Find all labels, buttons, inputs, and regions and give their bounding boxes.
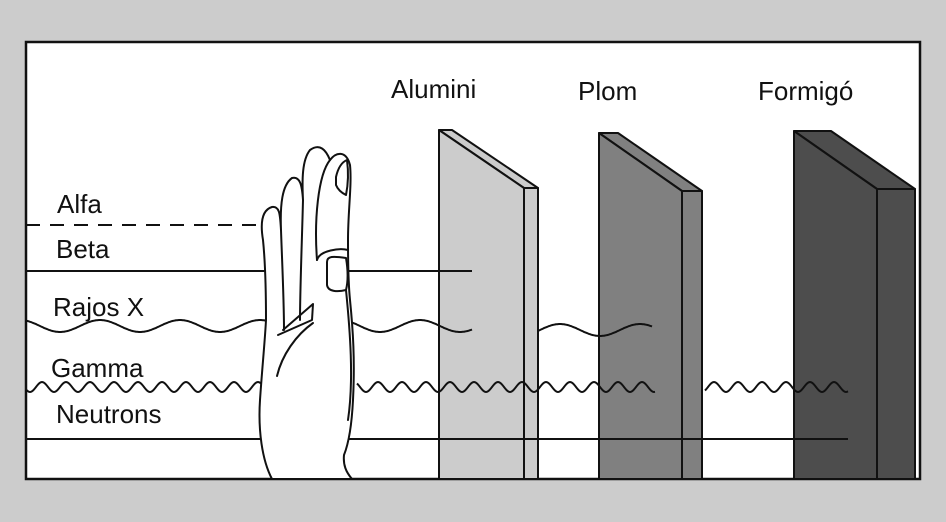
label-x-rays: Rajos X [53,292,144,322]
lead-front-face [598,132,683,480]
palm-crease [277,303,314,336]
finger-line [315,159,331,261]
x-ray-wave-segment [537,323,653,337]
nail [335,159,350,196]
label-beta: Beta [56,234,110,264]
hand-icon [258,146,355,480]
aluminium-front-face [438,129,525,480]
barrier-aluminium [438,129,539,480]
gamma-ray-wave-segment [356,380,656,394]
label-neutrons: Neutrons [56,399,162,429]
gamma-ray-wave-segment [704,380,849,394]
lead-side-face [681,190,703,480]
label-concrete: Formigó [758,76,853,106]
hand-outline [258,146,355,480]
aluminium-side-face [523,187,539,480]
palm-crease [276,322,314,377]
x-ray-wave-segment [25,319,473,333]
barrier-concrete [793,130,916,480]
thumbnail [326,255,349,293]
concrete-side-face [876,188,916,480]
finger-line [280,229,285,331]
thumb-edge [345,289,353,421]
label-alfa: Alfa [57,189,102,219]
x-ray-wave [25,319,653,337]
thumb-line [316,248,349,261]
barrier-lead [598,132,703,480]
label-gamma: Gamma [51,353,144,383]
label-aluminium: Alumini [391,74,476,104]
finger-line [299,199,304,321]
label-lead: Plom [578,76,637,106]
concrete-front-face [793,130,878,480]
